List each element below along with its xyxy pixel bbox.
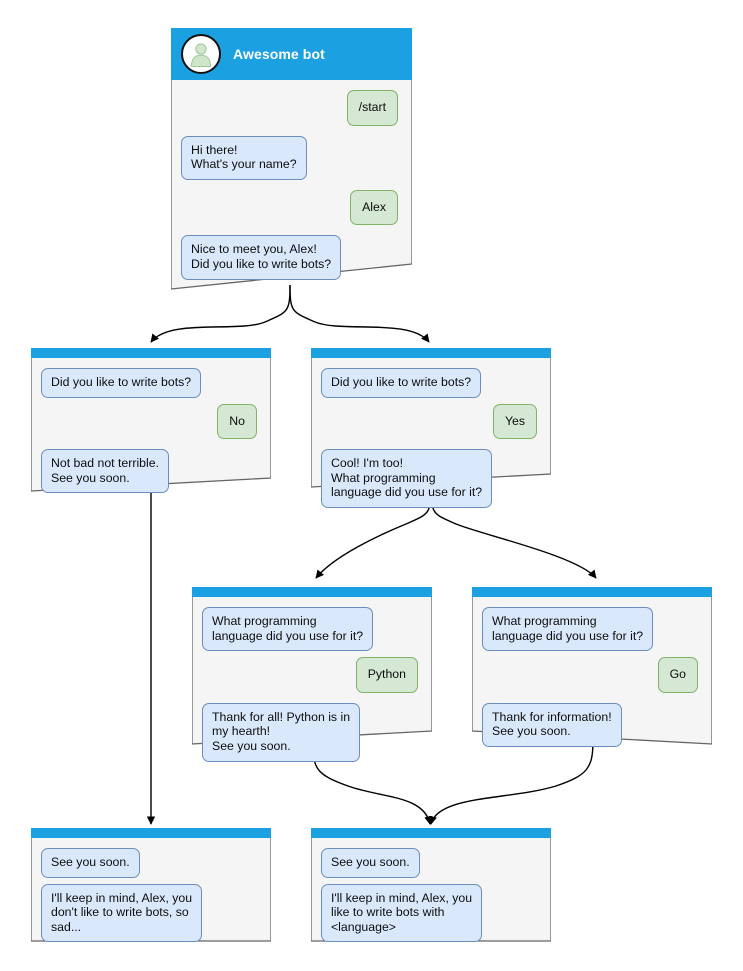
message-row: Alex: [181, 189, 402, 226]
user-message-bubble: /start: [346, 90, 398, 126]
bot-message-bubble: Did you like to write bots?: [41, 368, 202, 398]
card-end-yes[interactable]: See you soon. I'll keep in mind, Alex, y…: [311, 828, 551, 943]
message-row: Nice to meet you, Alex! Did you like to …: [181, 235, 402, 280]
card-root[interactable]: Awesome bot /start Hi there! What's your…: [171, 28, 412, 290]
card-go-branch[interactable]: What programming language did you use fo…: [472, 587, 712, 747]
message-row: I'll keep in mind, Alex, you like to wri…: [321, 883, 541, 943]
card-go-branch-messages: What programming language did you use fo…: [472, 597, 712, 747]
card-yes-branch-messages: Did you like to write bots? Yes Cool! I'…: [311, 358, 551, 508]
card-no-branch[interactable]: Did you like to write bots? No Not bad n…: [31, 348, 271, 494]
message-row: Did you like to write bots?: [41, 368, 261, 398]
card-end-no-header: [31, 828, 271, 838]
card-end-yes-messages: See you soon. I'll keep in mind, Alex, y…: [311, 838, 551, 943]
message-row: /start: [181, 90, 402, 126]
bot-message-bubble: Did you like to write bots?: [321, 368, 482, 398]
card-yes-branch-header: [311, 348, 551, 358]
bot-message-bubble: Nice to meet you, Alex! Did you like to …: [181, 235, 342, 280]
bot-message-bubble: I'll keep in mind, Alex, you like to wri…: [321, 883, 483, 943]
bot-message-bubble: Hi there! What's your name?: [181, 135, 307, 180]
edge-go-to-end-yes: [428, 739, 594, 825]
bot-name-title: Awesome bot: [233, 46, 325, 62]
card-end-yes-header: [311, 828, 551, 838]
user-message-bubble: Alex: [350, 189, 398, 226]
bot-message-bubble: Cool! I'm too! What programming language…: [321, 449, 493, 508]
card-root-messages: /start Hi there! What's your name? Alex …: [171, 80, 412, 290]
message-row: Hi there! What's your name?: [181, 135, 402, 180]
card-python-branch-header: [192, 587, 432, 597]
bot-message-bubble: Thank for all! Python is in my hearth! S…: [202, 702, 361, 762]
message-row: I'll keep in mind, Alex, you don't like …: [41, 883, 261, 943]
message-row: What programming language did you use fo…: [482, 607, 702, 652]
message-row: Python: [202, 657, 422, 693]
bot-message-bubble: See you soon.: [321, 848, 420, 878]
message-row: What programming language did you use fo…: [202, 607, 422, 652]
user-message-bubble: Go: [657, 657, 698, 693]
message-row: See you soon.: [41, 848, 261, 878]
edge-root-to-no: [150, 284, 291, 343]
bot-message-bubble: I'll keep in mind, Alex, you don't like …: [41, 883, 203, 943]
user-message-bubble: Yes: [492, 403, 537, 440]
edge-root-to-yes: [289, 284, 430, 343]
message-row: No: [41, 403, 261, 440]
card-no-branch-header: [31, 348, 271, 358]
bot-message-bubble: Not bad not terrible. See you soon.: [41, 449, 170, 494]
card-go-branch-header: [472, 587, 712, 597]
bot-message-bubble: See you soon.: [41, 848, 140, 878]
message-row: Thank for all! Python is in my hearth! S…: [202, 702, 422, 762]
user-message-bubble: Python: [355, 657, 418, 693]
card-end-no-messages: See you soon. I'll keep in mind, Alex, y…: [31, 838, 271, 943]
message-row: Did you like to write bots?: [321, 368, 541, 398]
bot-message-bubble: Thank for information! See you soon.: [482, 702, 622, 747]
bot-message-bubble: What programming language did you use fo…: [482, 607, 654, 652]
message-row: See you soon.: [321, 848, 541, 878]
person-avatar-icon: [181, 34, 221, 74]
message-row: Yes: [321, 403, 541, 440]
card-no-branch-messages: Did you like to write bots? No Not bad n…: [31, 358, 271, 494]
card-root-header: Awesome bot: [171, 28, 412, 80]
user-message-bubble: No: [217, 403, 257, 440]
card-yes-branch[interactable]: Did you like to write bots? Yes Cool! I'…: [311, 348, 551, 508]
card-python-branch[interactable]: What programming language did you use fo…: [192, 587, 432, 762]
message-row: Not bad not terrible. See you soon.: [41, 449, 261, 494]
message-row: Go: [482, 657, 702, 693]
card-python-branch-messages: What programming language did you use fo…: [192, 597, 432, 762]
card-end-no[interactable]: See you soon. I'll keep in mind, Alex, y…: [31, 828, 271, 943]
bot-message-bubble: What programming language did you use fo…: [202, 607, 374, 652]
message-row: Thank for information! See you soon.: [482, 702, 702, 747]
message-row: Cool! I'm too! What programming language…: [321, 449, 541, 508]
